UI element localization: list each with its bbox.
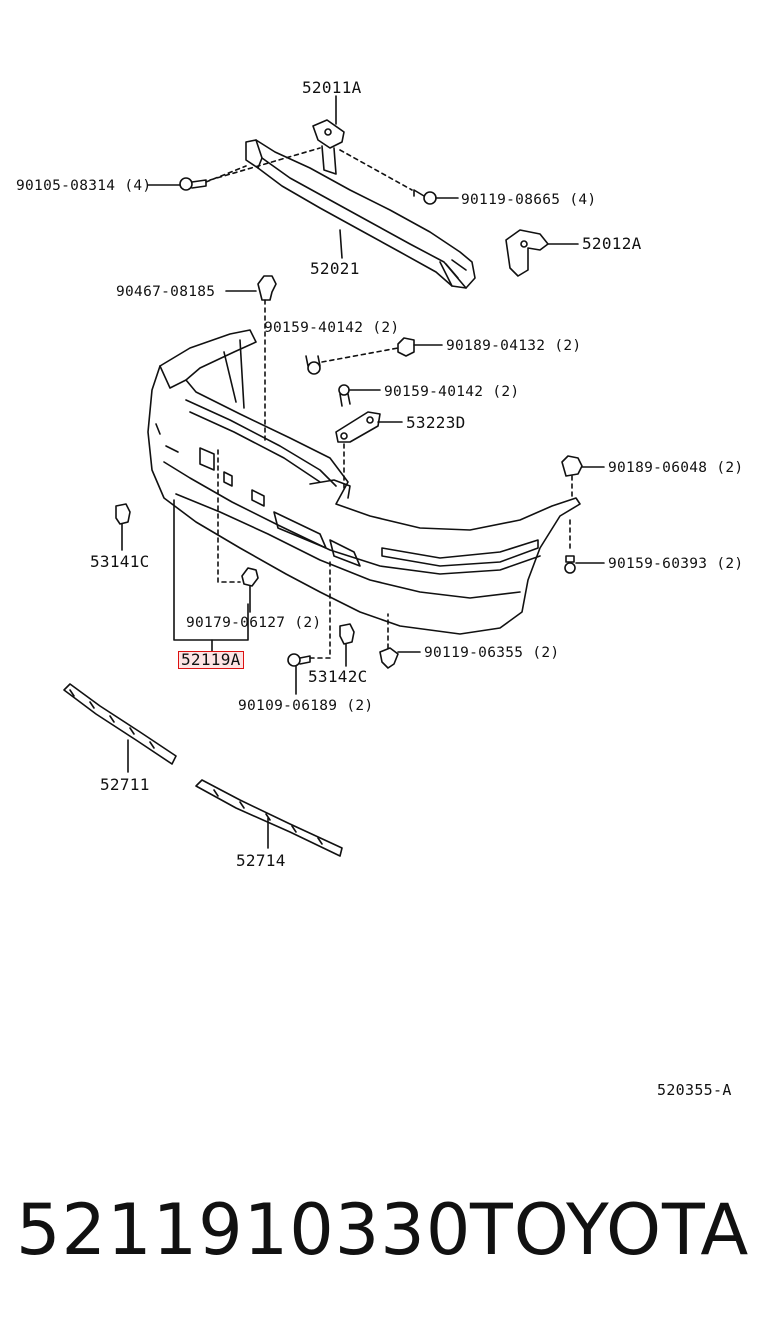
retainer-53142C [339,623,355,667]
label-52011A: 52011A [302,78,362,97]
label-52711: 52711 [100,775,150,794]
label-90119-08665: 90119-08665 (4) [461,192,597,208]
label-90159-60393: 90159-60393 (2) [608,556,744,572]
bolt-90159-60393 [564,519,605,574]
clip-90119-06355 [379,613,421,669]
brand-name: TOYOTA [470,1189,750,1271]
bolt-90159-40142-lower [338,384,381,407]
label-52021: 52021 [310,259,360,278]
label-90119-06355: 90119-06355 (2) [424,645,560,661]
bolt-90105-08314 [147,147,321,191]
label-53141C: 53141C [90,552,150,571]
label-90179-06127: 90179-06127 (2) [186,615,322,631]
absorber-strip-52711 [63,683,177,773]
bracket-52012A [505,229,579,277]
label-53142C: 53142C [308,667,368,686]
clip-90189-06048 [561,455,605,501]
label-90109-06189: 90109-06189 (2) [238,698,374,714]
absorber-strip-52714 [195,779,343,857]
label-90189-06048: 90189-06048 (2) [608,460,744,476]
clip-90179-06127 [241,567,259,613]
label-52119A[interactable]: 52119A [178,651,244,669]
label-90159-40142-upper: 90159-40142 (2) [264,320,400,336]
bolt-90109-06189 [287,559,331,695]
clip-90189-04132 [397,337,443,357]
bracket-52011A [312,95,345,175]
retainer-53141C [115,503,131,551]
bolt-90119-08665 [339,149,459,205]
clip-90467-08185 [225,275,277,441]
bumper-reinforcement-bar [245,139,476,289]
label-52714: 52714 [236,851,286,870]
label-90159-40142-lower: 90159-40142 (2) [384,384,520,400]
part-number: 5211910330 [16,1189,472,1271]
label-52012A: 52012A [582,234,642,253]
label-90189-04132: 90189-04132 (2) [446,338,582,354]
bracket-53223D [335,411,403,491]
label-90467-08185: 90467-08185 [116,284,216,300]
label-53223D: 53223D [406,413,466,432]
bolt-90159-40142-upper [305,347,399,375]
drawing-id: 520355-A [657,1081,732,1099]
callout-52119A [173,449,249,653]
label-90105-08314: 90105-08314 (4) [16,178,152,194]
bumper-cover [147,329,581,635]
